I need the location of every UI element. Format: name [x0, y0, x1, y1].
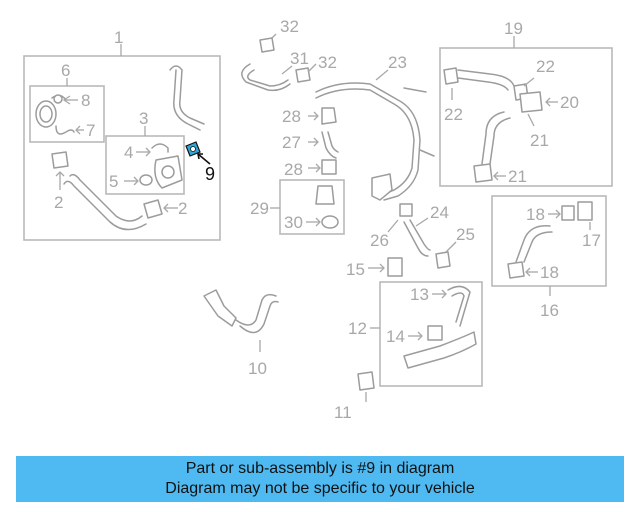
part-9-highlighted[interactable]: 9	[185, 141, 215, 184]
part-32-top-clamp: 32	[259, 17, 299, 53]
part-26: 26	[370, 203, 413, 250]
callout-20: 20	[560, 93, 579, 112]
part-11: 11	[334, 371, 375, 422]
callout-21-lower: 21	[508, 167, 527, 186]
callout-18-lower: 18	[540, 263, 559, 282]
banner-line-2: Diagram may not be specific to your vehi…	[165, 480, 475, 497]
group-1-upper-hose	[169, 65, 205, 125]
part-15: 15	[346, 257, 403, 279]
part-2-clamp-right: 2	[143, 199, 187, 219]
assembly-29-frame	[279, 179, 345, 235]
part-27-hose: 27	[282, 131, 339, 159]
assembly-19-frame	[439, 47, 613, 187]
part-32-clamp: 32	[295, 53, 337, 83]
callout-2-left: 2	[54, 193, 63, 212]
callout-26: 26	[370, 231, 389, 250]
callout-3: 3	[139, 109, 148, 128]
callout-11: 11	[334, 403, 352, 422]
callout-4: 4	[124, 143, 133, 162]
part-23-pipe: 23	[315, 53, 435, 201]
callout-14: 14	[386, 327, 405, 346]
callout-32-top: 32	[280, 17, 299, 36]
part-31-hose: 31	[241, 49, 309, 92]
part-10-hose: 10	[203, 289, 279, 378]
callout-28-upper: 28	[282, 107, 301, 126]
callout-24: 24	[430, 203, 449, 222]
callout-13: 13	[410, 285, 429, 304]
assembly-16-frame	[491, 195, 607, 287]
part-5-oring: 5	[109, 172, 153, 191]
assembly-12: 12 13 14	[348, 281, 483, 387]
part-2-clamp-left: 2	[51, 151, 69, 212]
callout-22-right: 22	[536, 57, 555, 76]
callout-22-left: 22	[444, 105, 463, 124]
callout-31: 31	[290, 49, 309, 68]
part-8-clamp: 8	[53, 91, 90, 110]
callout-8: 8	[81, 91, 90, 110]
callout-6: 6	[61, 61, 70, 80]
assembly-12-frame	[379, 281, 483, 387]
callout-32-right: 32	[318, 53, 337, 72]
callout-2-right: 2	[178, 199, 187, 218]
callout-17: 17	[582, 231, 601, 250]
part-25: 25	[435, 225, 475, 269]
callout-5: 5	[109, 172, 118, 191]
callout-18-upper: 18	[526, 205, 545, 224]
callout-27: 27	[282, 133, 301, 152]
part-28-upper: 28	[282, 107, 337, 126]
callout-15: 15	[346, 260, 365, 279]
parts-diagram: 1 6 8 7 3 4	[23, 17, 613, 422]
part-7-hose: 7	[55, 121, 95, 140]
callout-10: 10	[248, 359, 267, 378]
callout-7: 7	[86, 121, 95, 140]
info-banner: Part or sub-assembly is #9 in diagram Di…	[16, 456, 624, 502]
callout-19: 19	[504, 19, 523, 38]
assembly-1-frame	[23, 55, 221, 241]
callout-12: 12	[348, 319, 367, 338]
assembly-16: 16 18 17 18	[491, 195, 607, 320]
part-28-lower: 28	[284, 159, 337, 179]
assembly-29: 29 30	[250, 179, 345, 235]
part-4-hose: 4	[124, 143, 169, 162]
assembly-1: 1 6 8 7 3 4	[23, 28, 221, 241]
callout-1: 1	[114, 28, 123, 47]
callout-16: 16	[540, 301, 559, 320]
part-3-housing	[154, 155, 183, 189]
callout-29: 29	[250, 199, 269, 218]
callout-25: 25	[456, 225, 475, 244]
banner-line-1: Part or sub-assembly is #9 in diagram	[185, 460, 455, 477]
callout-23: 23	[388, 53, 407, 72]
group-1-lower-hose	[69, 173, 143, 222]
assembly-19: 19 22 22 20 21 21	[439, 19, 613, 187]
callout-21-upper: 21	[530, 131, 549, 150]
callout-30: 30	[284, 213, 303, 232]
callout-28-lower: 28	[284, 160, 303, 179]
part-24-hose: 24	[403, 203, 449, 257]
callout-9: 9	[205, 164, 215, 184]
